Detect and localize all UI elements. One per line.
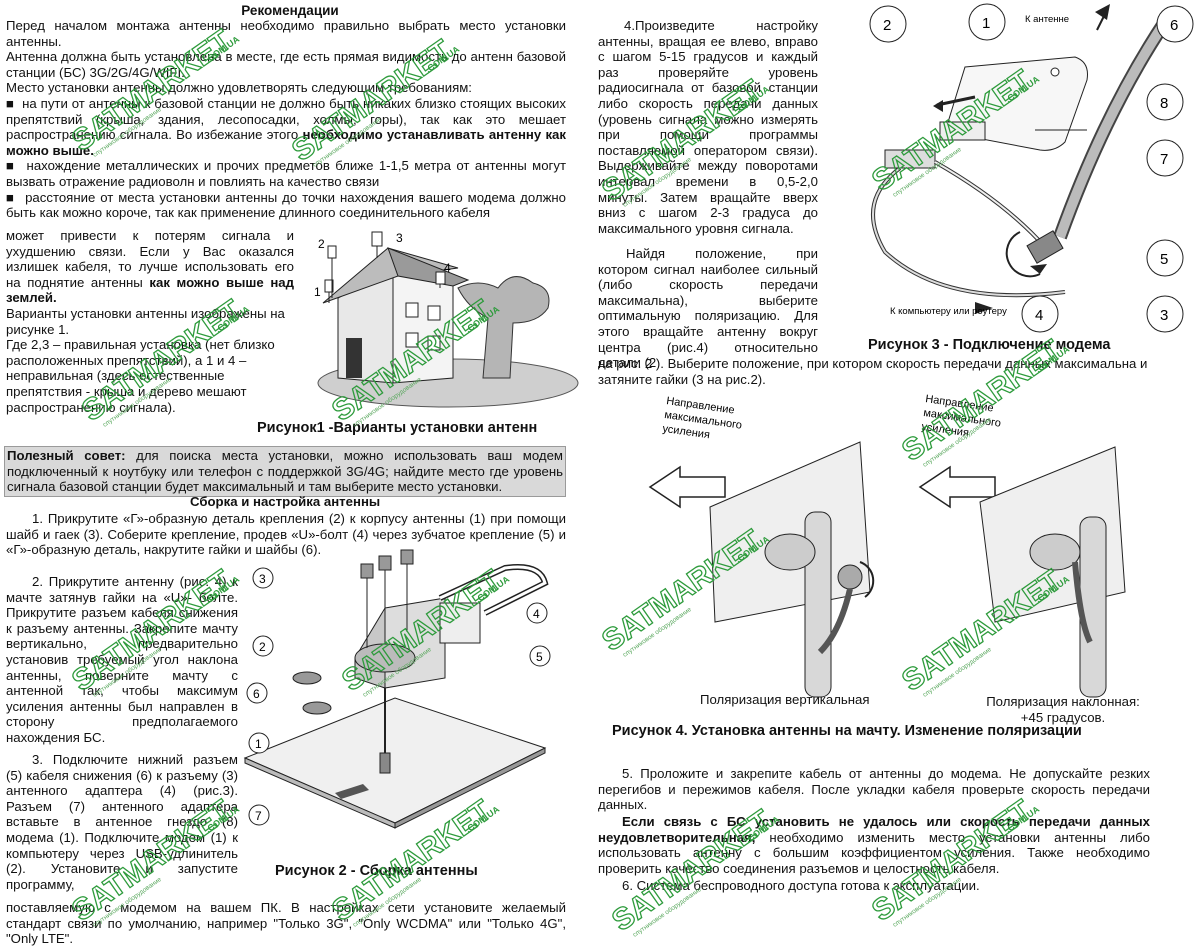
fig3-label-3: 3 [1160, 307, 1168, 324]
narrow-text: может привести к потерям сигнала и ухудш… [6, 228, 294, 415]
fig3-label-8: 8 [1160, 95, 1168, 112]
figure-4-caption: Рисунок 4. Установка антенны на мачту. И… [612, 723, 1082, 739]
page-heading: Рекомендации [241, 3, 339, 18]
bullet-3: ■ расстояние от места установки антенны … [6, 189, 567, 221]
fig3-label-2: 2 [883, 17, 891, 34]
narrow-para-1: может привести к потерям сигнала и ухудш… [6, 228, 294, 306]
fig4-polarization-slant: Поляризация наклонная: +45 градусов. [986, 694, 1140, 725]
figure-3-caption: Рисунок 3 - Подключение модема [868, 337, 1111, 353]
fig3-label-6: 6 [1170, 17, 1178, 34]
bullet-1: ■ на пути от антенны к базовой станции н… [6, 95, 566, 158]
fig2-label-3: 3 [259, 572, 266, 586]
step-5: 5. Проложите и закрепите кабель от антен… [598, 766, 1150, 813]
fig3-label-1: 1 [982, 15, 990, 32]
fig4-dir-label-left: Направление максимального усиления [662, 395, 743, 441]
step-4: 4.Произведите настройку антенны, вращая … [598, 18, 818, 236]
find-position: Найдя положение, при котором сигнал наиб… [598, 246, 818, 371]
fig4-polarization-vertical: Поляризация вертикальная [700, 692, 870, 707]
narrow-para-2: Варианты установки антенны изображены на… [6, 305, 285, 337]
find-position-end: на рис. 2 ). Выберите положение, при кот… [598, 356, 1148, 387]
fig1-label-4: 4 [444, 261, 451, 275]
narrow-para-3: Где 2,3 – правильная установка (нет близ… [6, 337, 275, 415]
bullet-2: ■ нахождение металлических и прочих пред… [6, 158, 567, 189]
figure-1-caption: Рисунок1 -Варианты установки антенн [257, 420, 538, 436]
fig3-label-5: 5 [1160, 251, 1168, 268]
figure-3-modem-illustration: К антенне К компьютеру или роутеру 2 1 6… [869, 3, 1194, 333]
step-6: 6. Система беспроводного доступа готова … [622, 878, 980, 893]
intro-line-1: Перед началом монтажа антенны необходимо… [6, 18, 566, 49]
step-3: 3. Подключите нижний разъем (5) кабеля с… [6, 752, 238, 892]
intro-line-3: Место установки антенны должно удовлетво… [6, 80, 472, 96]
intro-line-2: Антенна должна быть установлена в месте,… [6, 49, 566, 80]
figure-2-caption: Рисунок 2 - Сборка антенны [275, 863, 478, 879]
step-2: 2. Прикрутите антенну (рис. 4) к мачте з… [6, 574, 238, 745]
fig3-to-pc: К компьютеру или роутеру [890, 306, 1007, 317]
intro-text: Перед началом монтажа антенны необходимо… [6, 18, 566, 221]
fig1-label-2: 2 [318, 237, 325, 251]
figure-4-polarization-illustration: Направление максимального усиления Напра… [648, 393, 1126, 698]
fig2-label-6: 6 [253, 687, 260, 701]
note-bs: Если связь с БС установить не удалось ил… [598, 814, 1150, 876]
fig3-to-antenna: К антенне [1025, 14, 1069, 25]
step-1: 1. Прикрутите «Г»-образную деталь крепле… [6, 511, 566, 558]
fig2-label-4: 4 [533, 607, 540, 621]
fig4-dir-label-right: Направление максимального усиления [921, 393, 1002, 439]
useful-tip: Полезный совет: для поиска места установ… [4, 446, 566, 497]
fig2-label-2: 2 [259, 640, 266, 654]
fig3-label-4: 4 [1035, 307, 1043, 324]
figure-1-house-illustration: 1 2 3 4 [314, 231, 579, 408]
fig2-label-5: 5 [536, 650, 543, 664]
fig1-label-1: 1 [314, 285, 321, 299]
step-3-end: поставляемую с модемом на вашем ПК. В на… [6, 900, 566, 947]
fig1-label-3: 3 [396, 231, 403, 245]
fig2-label-1: 1 [255, 737, 262, 751]
fig3-label-7: 7 [1160, 151, 1168, 168]
figure-2-assembly-illustration: 3 2 6 1 7 4 5 [243, 549, 551, 829]
assembly-heading: Сборка и настройка антенны [190, 494, 381, 509]
fig2-label-7: 7 [255, 809, 262, 823]
